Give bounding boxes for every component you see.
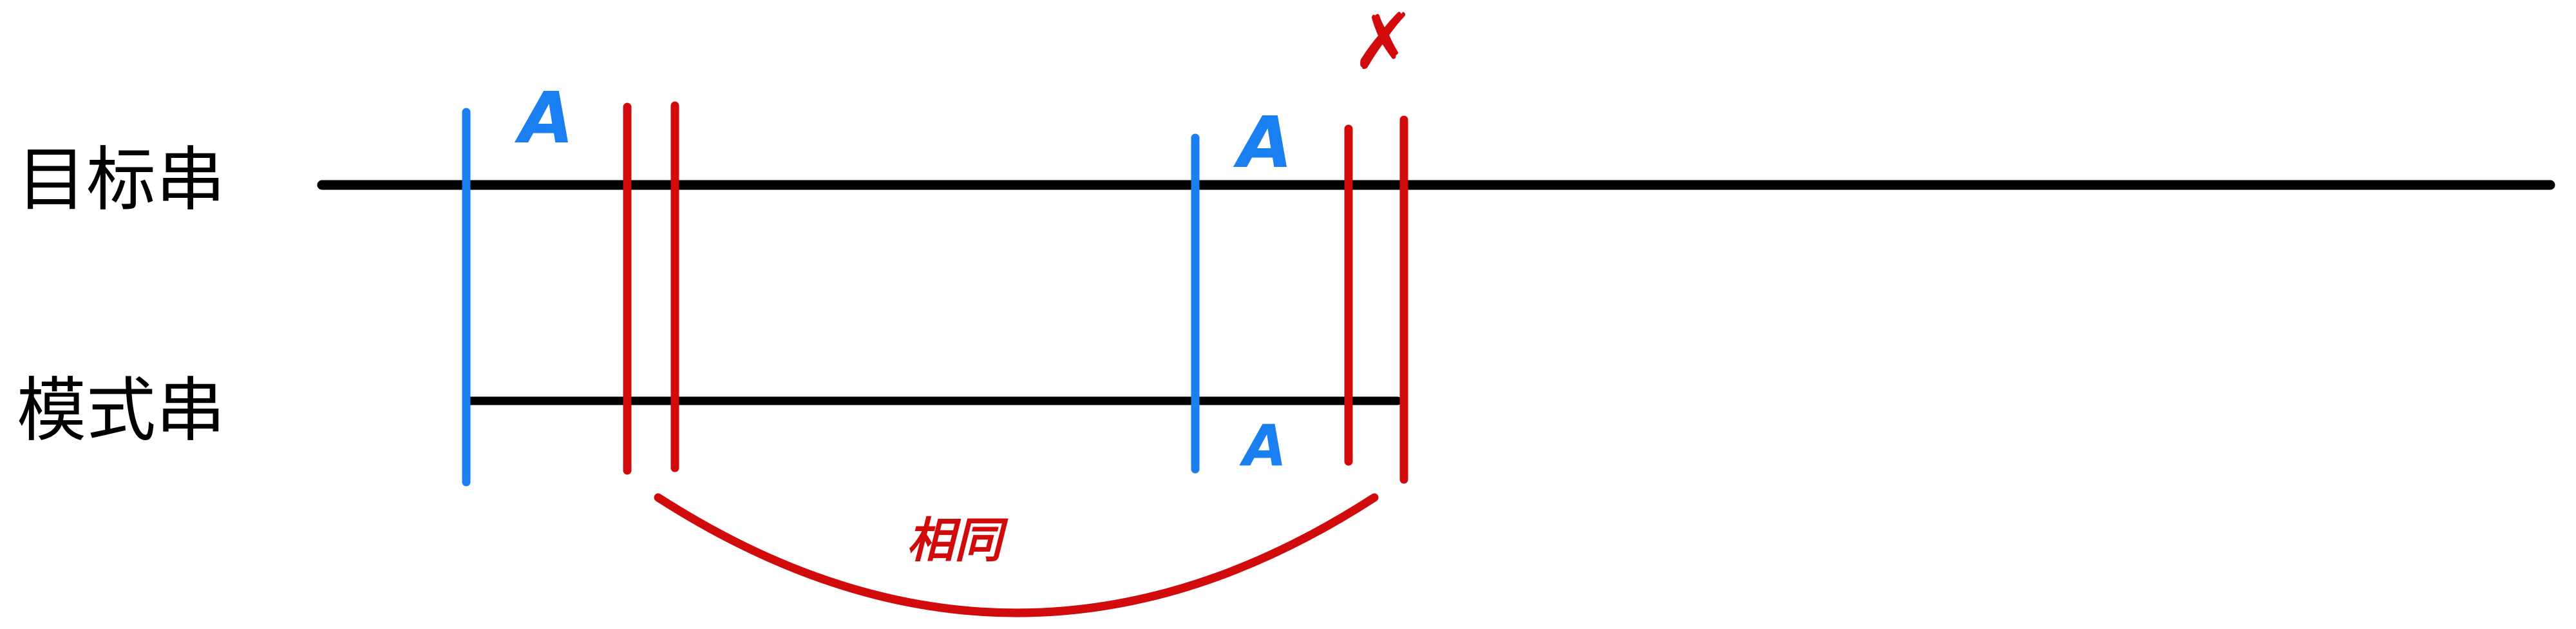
same-arc (654, 493, 1379, 617)
char-a-mark-target-start: A (519, 77, 574, 159)
target-string-label: 目标串 (17, 140, 226, 220)
char-a-mark-target-shifted: A (1238, 101, 1293, 184)
pattern-string-label: 模式串 (17, 371, 226, 451)
char-a-mark-pattern: A (1243, 412, 1287, 479)
same-label: 相同 (907, 513, 1002, 568)
mismatch-icon: ✗ (1351, 0, 1416, 87)
